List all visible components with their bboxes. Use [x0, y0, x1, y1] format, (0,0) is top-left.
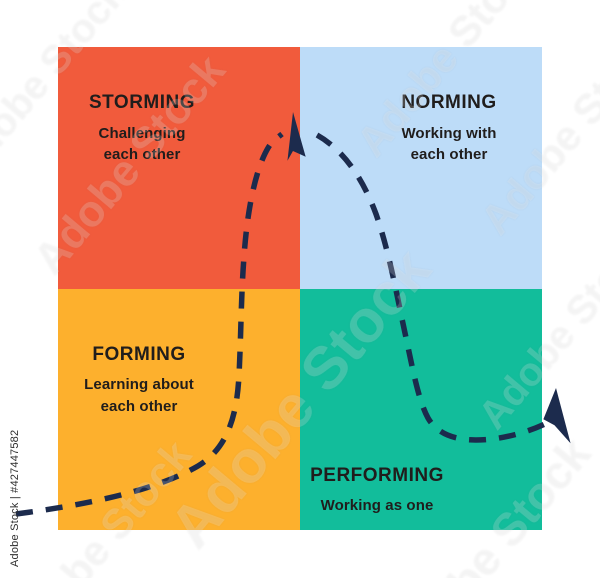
- performing-label-block: PERFORMING Working as one: [310, 464, 444, 517]
- forming-label-block: FORMING Learning about each other: [84, 343, 194, 417]
- storming-title: STORMING: [88, 92, 196, 113]
- norming-title: NORMING: [401, 92, 497, 113]
- stock-id-label: Adobe Stock | #427447582: [9, 429, 21, 567]
- norming-label-block: NORMING Working with each other: [401, 92, 497, 165]
- forming-description: Learning about each other: [84, 376, 194, 415]
- performing-description: Working as one: [320, 497, 434, 515]
- storming-description: Challenging each other: [98, 124, 186, 164]
- quadrant-forming: FORMING Learning about each other: [58, 288, 300, 530]
- quadrant-board: STORMING Challenging each other NORMING …: [58, 47, 542, 530]
- norming-description: Working with each other: [401, 124, 497, 164]
- forming-title: FORMING: [92, 343, 186, 365]
- quadrant-storming: STORMING Challenging each other: [58, 47, 300, 289]
- storming-label-block: STORMING Challenging each other: [88, 92, 196, 165]
- quadrant-norming: NORMING Working with each other: [300, 47, 542, 289]
- arrowhead-end-icon: [543, 388, 571, 444]
- performing-title: PERFORMING: [310, 464, 444, 486]
- quadrant-performing: PERFORMING Working as one: [300, 288, 542, 530]
